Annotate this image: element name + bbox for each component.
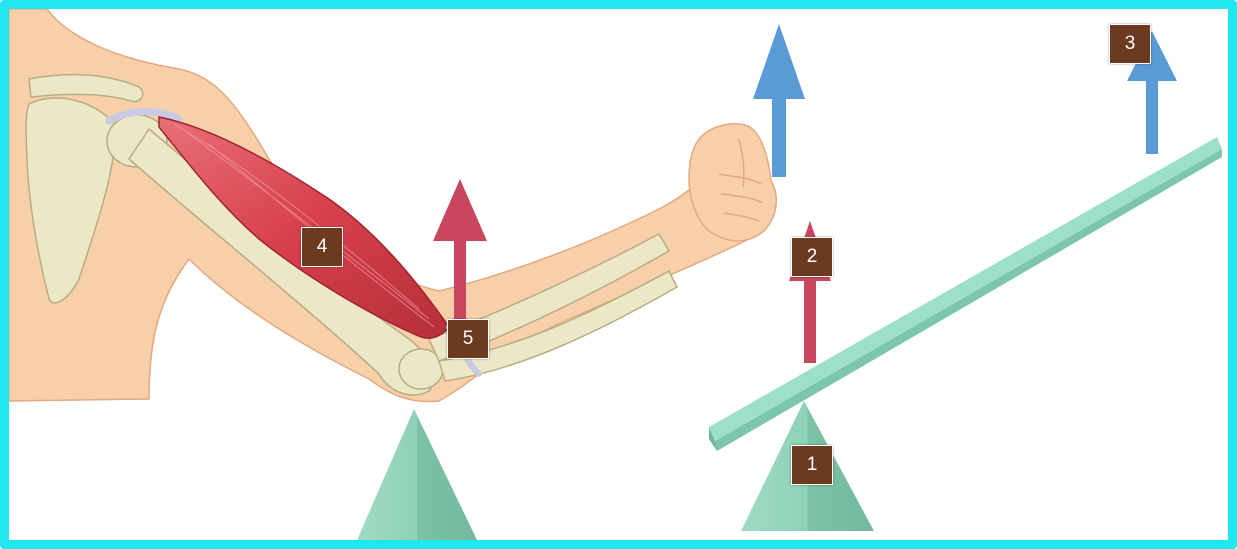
- label-badge-4: 4: [301, 227, 343, 267]
- arm-illustration: [9, 9, 776, 402]
- label-text: 4: [317, 236, 328, 258]
- lever-diagram: [9, 9, 1228, 540]
- label-badge-5: 5: [447, 319, 489, 359]
- label-text: 5: [463, 328, 474, 350]
- label-text: 1: [807, 454, 818, 476]
- arm-fulcrum-icon: [357, 409, 477, 540]
- label-badge-1: 1: [791, 445, 833, 485]
- fist-icon: [689, 124, 776, 241]
- lever-beam: [709, 137, 1222, 441]
- label-text: 3: [1125, 33, 1136, 55]
- label-badge-2: 2: [791, 237, 833, 277]
- label-badge-3: 3: [1109, 24, 1151, 64]
- lever-illustration: [709, 24, 1222, 531]
- label-text: 2: [807, 246, 818, 268]
